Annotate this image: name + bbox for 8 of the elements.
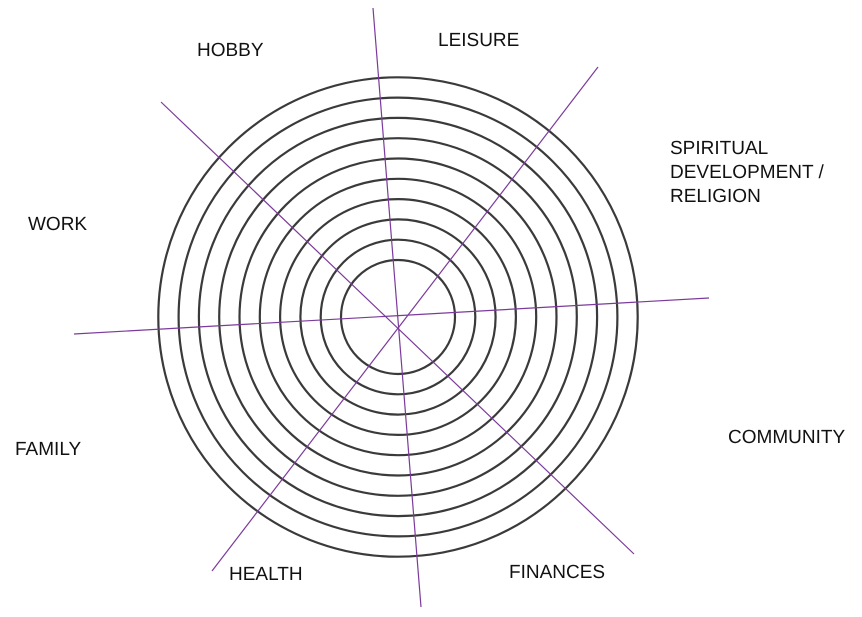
segment-label: HEALTH <box>229 563 303 587</box>
segment-label: HOBBY <box>197 39 264 63</box>
segment-label: FINANCES <box>509 561 606 585</box>
segment-label: LEISURE <box>438 29 520 53</box>
segment-label: WORK <box>28 213 88 237</box>
segment-label: COMMUNITY <box>728 426 846 450</box>
segment-label: SPIRITUAL DEVELOPMENT / RELIGION <box>670 137 825 209</box>
segment-label: FAMILY <box>15 438 82 462</box>
